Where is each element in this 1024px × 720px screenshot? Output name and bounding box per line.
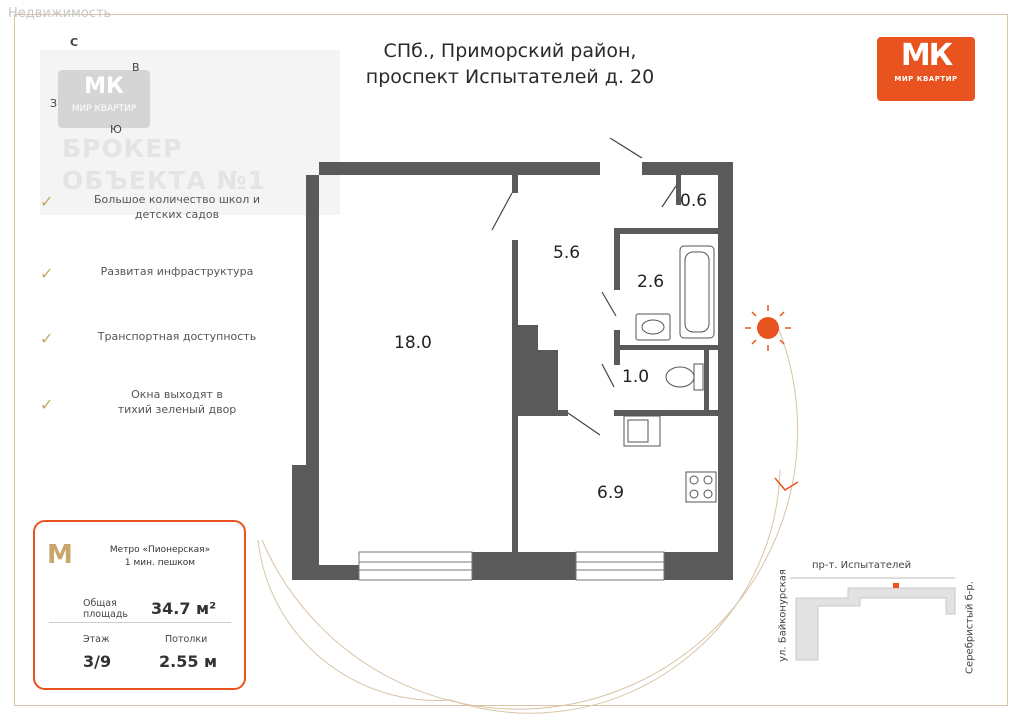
- feature-item: ✓ Большое количество школ и детских садо…: [40, 192, 280, 222]
- walls: [292, 162, 733, 580]
- address: СПб., Приморский район, проспект Испытат…: [340, 38, 680, 90]
- kitchen-sink-icon: [623, 415, 661, 447]
- compass-west: З: [50, 97, 58, 110]
- location-map: [790, 577, 956, 661]
- feature-item: ✓ Транспортная доступность: [40, 329, 280, 348]
- toilet-icon: [665, 366, 695, 388]
- watermark-logo-sub: МИР КВАРТИР: [71, 104, 137, 114]
- feature-line2: детских садов: [134, 208, 220, 221]
- street-right-label: Серебристый б-р.: [964, 581, 976, 674]
- watermark-title-line2: ОБЪЕКТА №1: [62, 166, 266, 195]
- feature-line1: Транспортная доступность: [97, 330, 257, 343]
- watermark-logo: МК МИР КВАРТИР: [58, 70, 150, 128]
- page-frame: [14, 14, 1008, 706]
- area-label-line2: площадь: [83, 609, 129, 620]
- brand-logo-name: МИР КВАРТИР: [894, 75, 958, 83]
- floor-value: 3/9: [83, 652, 112, 671]
- check-icon: ✓: [40, 264, 54, 283]
- stove-icon: [685, 471, 717, 503]
- sun-path-lower: [257, 469, 781, 714]
- metro-icon: М: [47, 540, 73, 570]
- watermark-title: БРОКЕР ОБЪЕКТА №1: [62, 133, 266, 197]
- ceiling-label: Потолки: [165, 634, 208, 645]
- feature-line1: Развитая инфраструктура: [100, 265, 254, 278]
- bathtub-icon: [679, 245, 715, 339]
- arrow-icon: [774, 477, 799, 491]
- sun-path: [261, 319, 799, 710]
- area-label: Общая площадь: [83, 598, 128, 620]
- check-icon: ✓: [40, 192, 54, 211]
- windows: [358, 551, 665, 581]
- floor-label: Этаж: [83, 634, 110, 645]
- compass-north: С: [70, 36, 79, 49]
- sun-icon: [745, 305, 791, 351]
- watermark-title-line1: БРОКЕР: [62, 134, 183, 163]
- area-value: 34.7 м²: [151, 599, 217, 618]
- brand-logo: МК МИР КВАРТИР: [877, 37, 975, 101]
- street-left-label: ул. Байконурская: [777, 569, 789, 662]
- area-label-line1: Общая: [83, 598, 117, 609]
- brand-logo-mark: МК: [900, 38, 953, 73]
- compass-east: В: [132, 61, 140, 74]
- metro-walk: 1 мин. пешком: [124, 558, 196, 568]
- check-icon: ✓: [40, 395, 54, 414]
- room-area-closet: 0.6: [680, 191, 708, 211]
- compass-south: Ю: [110, 123, 122, 136]
- feature-line1: Окна выходят в: [131, 388, 223, 401]
- street-top-label: пр-т. Испытателей: [812, 560, 912, 571]
- metro-info: Метро «Пионерская» 1 мин. пешком: [85, 544, 235, 570]
- room-area-toilet: 1.0: [622, 367, 650, 387]
- watermark-text: Недвижимость: [8, 6, 112, 21]
- feature-item: ✓ Окна выходят в тихий зеленый двор: [40, 387, 280, 417]
- room-area-hall: 5.6: [553, 243, 581, 263]
- watermark-logo-mark: МК: [84, 74, 124, 99]
- divider: [49, 622, 231, 623]
- sink-icon: [635, 313, 671, 341]
- feature-line1: Большое количество школ и: [94, 193, 260, 206]
- feature-line2: тихий зеленый двор: [117, 403, 237, 416]
- address-line1: СПб., Приморский район,: [383, 40, 637, 62]
- ceiling-value: 2.55 м: [159, 652, 218, 671]
- info-card: М Метро «Пионерская» 1 мин. пешком Общая…: [33, 520, 246, 690]
- doors: [491, 137, 677, 436]
- address-line2: проспект Испытателей д. 20: [365, 66, 655, 88]
- location-marker: [893, 583, 899, 588]
- fixtures: [623, 245, 717, 503]
- room-area-bathroom: 2.6: [637, 272, 665, 292]
- feature-item: ✓ Развитая инфраструктура: [40, 264, 280, 283]
- room-area-living: 18.0: [394, 333, 432, 353]
- metro-name: Метро «Пионерская»: [109, 545, 211, 555]
- check-icon: ✓: [40, 329, 54, 348]
- room-area-kitchen: 6.9: [597, 483, 625, 503]
